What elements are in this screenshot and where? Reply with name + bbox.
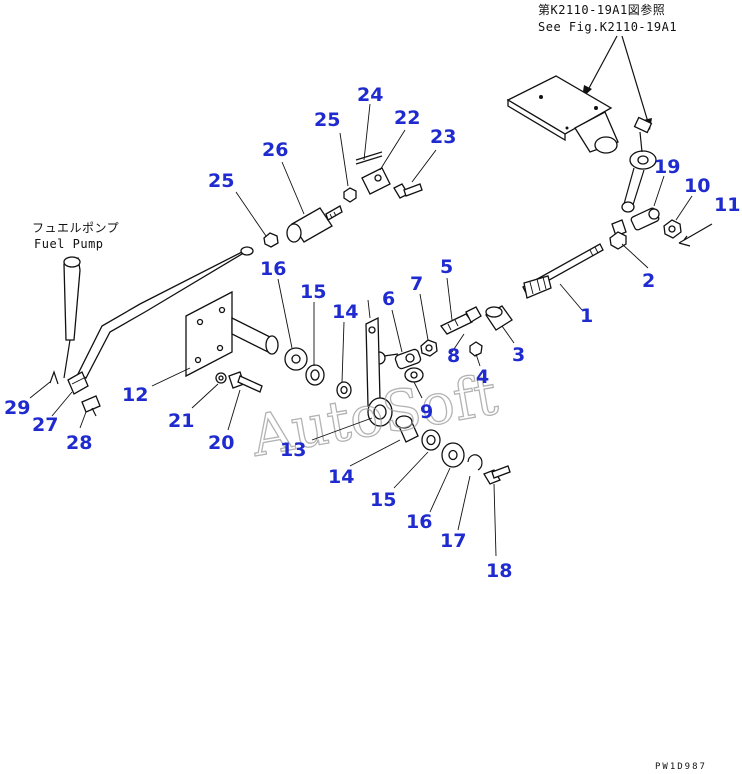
bush-13 (367, 397, 393, 427)
callout-1: 1 (580, 305, 593, 327)
fuel-pump-label-en: Fuel Pump (34, 237, 104, 251)
callout-21: 21 (168, 410, 194, 432)
figure-code: PW1D987 (655, 762, 707, 772)
pin-11 (678, 223, 713, 247)
callout-6: 6 (382, 288, 395, 310)
lever-arm (621, 116, 657, 213)
callout-2: 2 (642, 270, 655, 292)
nut-25-left (263, 232, 279, 248)
fuel-pump-label-jp: フュエルポンプ (32, 221, 119, 235)
spacer-14-lower (395, 415, 419, 443)
rod-end-6 (372, 348, 422, 370)
reference-note-en: See Fig.K2110-19A1 (538, 20, 677, 34)
callout-22: 22 (394, 107, 420, 129)
callout-24: 24 (357, 84, 383, 106)
callout-26: 26 (262, 139, 288, 161)
bolt-23 (393, 183, 423, 199)
rod-end-9 (404, 367, 424, 383)
spacer-15-upper (305, 364, 325, 386)
callout-20: 20 (208, 432, 234, 454)
washer-16-upper (284, 347, 308, 371)
nut-25-right (343, 187, 357, 203)
callout-15-upper: 15 (300, 281, 326, 303)
callout-27: 27 (32, 414, 58, 436)
callout-28: 28 (66, 432, 92, 454)
joint-3 (485, 305, 513, 331)
spacer-15-lower (421, 429, 441, 451)
pin-18 (483, 465, 511, 485)
pin-29 (49, 370, 59, 385)
callout-25-upper: 25 (314, 109, 340, 131)
callout-7: 7 (410, 273, 423, 295)
callout-29: 29 (4, 397, 30, 419)
callout-15-lower: 15 (370, 489, 396, 511)
rod-assembly-26 (286, 205, 343, 243)
callout-14-upper: 14 (332, 301, 358, 323)
nut-7 (420, 339, 438, 357)
nut-4 (469, 341, 483, 357)
callout-13: 13 (280, 439, 306, 461)
fuel-pump-lever (63, 256, 81, 379)
callout-18: 18 (486, 560, 512, 582)
callout-5: 5 (440, 256, 453, 278)
pin-24 (355, 151, 383, 165)
washer-16-lower (441, 442, 465, 468)
callout-11: 11 (714, 194, 740, 216)
washer-21 (215, 372, 227, 384)
bracket-12 (185, 290, 279, 378)
rod-end-19 (611, 207, 660, 237)
spacer-14-upper (336, 381, 352, 399)
callout-8: 8 (447, 345, 460, 367)
callout-9: 9 (420, 401, 433, 423)
callout-16-lower: 16 (406, 511, 432, 533)
callout-3: 3 (512, 344, 525, 366)
callout-25-lower: 25 (208, 170, 234, 192)
bolt-5 (440, 306, 482, 335)
adjust-rod-1 (522, 231, 627, 299)
callout-14-lower: 14 (328, 466, 354, 488)
clevis-22 (361, 167, 391, 195)
callout-23: 23 (430, 126, 456, 148)
lever-bracket (506, 75, 619, 154)
snap-ring-17 (467, 454, 483, 471)
leader-lines (29, 103, 693, 557)
callout-19: 19 (654, 156, 680, 178)
rod-27 (67, 246, 254, 395)
nut-10 (663, 219, 682, 239)
callout-10: 10 (684, 175, 710, 197)
callouts: 24 25 22 23 26 25 19 10 11 16 15 14 6 7 … (4, 84, 740, 582)
bolt-20 (228, 371, 263, 393)
callout-16-upper: 16 (260, 258, 286, 280)
callout-12: 12 (122, 384, 148, 406)
reference-note-jp: 第K2110-19A1図参照 (538, 2, 665, 17)
pin-28 (81, 395, 101, 417)
callout-17: 17 (440, 530, 466, 552)
callout-4: 4 (476, 366, 489, 388)
